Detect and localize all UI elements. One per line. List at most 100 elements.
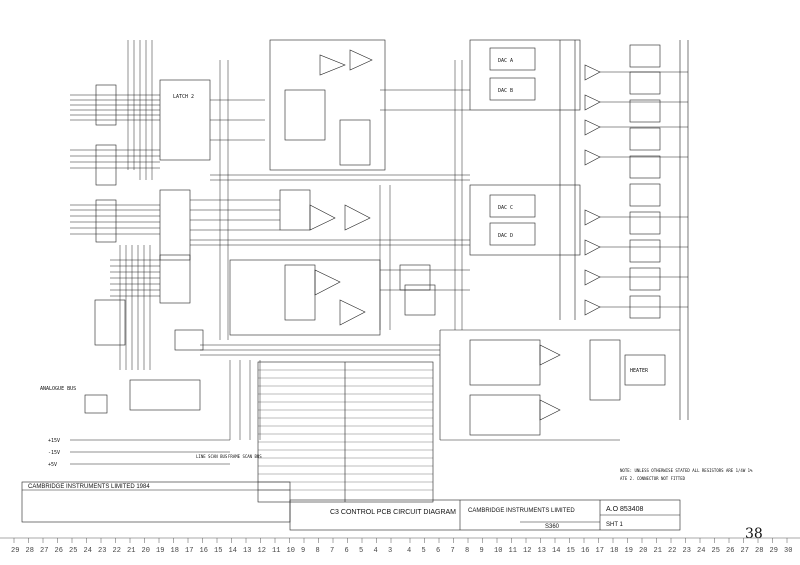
ruler-number: 9	[480, 547, 484, 555]
ruler-number: 27	[40, 547, 48, 555]
ruler-number: 5	[359, 547, 363, 555]
ruler-number: 26	[726, 547, 734, 555]
output-stages	[559, 40, 689, 420]
ruler-number: 25	[712, 547, 720, 555]
ic-block	[174, 329, 204, 351]
ic-block	[404, 284, 436, 316]
ic-block	[284, 89, 326, 141]
ruler-number: 10	[494, 547, 502, 555]
ruler-number: 5	[422, 547, 426, 555]
opamp-symbol	[309, 204, 336, 231]
ruler-number: 29	[11, 547, 19, 555]
heater-label: HEATER	[630, 368, 649, 374]
ic-block	[95, 199, 117, 243]
dac-block	[489, 194, 536, 218]
plus15v-label: +15V	[48, 438, 60, 444]
dac-a-label: DAC A	[498, 58, 513, 64]
ruler-number: 10	[287, 547, 295, 555]
ic-block	[95, 144, 117, 186]
ic-block	[469, 394, 541, 436]
ruler-number: 14	[229, 547, 237, 555]
ruler-number: 12	[523, 547, 531, 555]
ic-block	[229, 259, 381, 336]
ruler-number: 20	[142, 547, 150, 555]
ruler-number: 4	[407, 547, 411, 555]
opamp-symbol	[344, 204, 371, 231]
ruler-number: 18	[610, 547, 618, 555]
ruler-number: 18	[171, 547, 179, 555]
ruler-number: 23	[98, 547, 106, 555]
dac-c-label: DAC C	[498, 205, 513, 211]
opamp-symbol	[319, 54, 346, 76]
ic-block	[94, 299, 126, 346]
ruler-number: 28	[755, 547, 763, 555]
ruler-number: 27	[741, 547, 749, 555]
opamp-symbol	[314, 269, 341, 296]
ruler-number: 9	[301, 547, 305, 555]
dac-package	[469, 184, 581, 256]
component-table	[257, 361, 434, 503]
ruler-number: 24	[697, 547, 705, 555]
frame-scan-bus-label: FRAME SCAN BUS	[228, 454, 262, 459]
ruler-number: 8	[465, 547, 469, 555]
left-bus-lines	[70, 40, 280, 370]
ic-block	[284, 264, 316, 321]
ic-block	[269, 39, 386, 171]
ruler-number: 4	[374, 547, 378, 555]
model-number: S360	[545, 524, 560, 530]
ruler-number: 28	[26, 547, 34, 555]
ic-block	[159, 79, 211, 161]
heater-block	[624, 354, 666, 386]
line-scan-bus-label: LINE SCAN BUS	[196, 454, 228, 459]
ruler-number: 8	[316, 547, 320, 555]
ic-block	[339, 119, 371, 166]
ic-block	[159, 254, 191, 304]
ruler-number: 13	[538, 547, 546, 555]
ruler-number: 16	[200, 547, 208, 555]
ruler-number: 26	[55, 547, 63, 555]
page-mark: 38	[745, 526, 763, 542]
dac-block	[489, 77, 536, 101]
opamp-symbol	[539, 344, 561, 366]
plus5v-label: +5V	[48, 462, 57, 468]
ruler-number: 15	[214, 547, 222, 555]
opamp-symbol	[539, 399, 561, 421]
dac-block	[489, 222, 536, 246]
ruler-number: 7	[451, 547, 455, 555]
schematic-body	[70, 39, 689, 503]
latch-label: LATCH 2	[173, 94, 194, 100]
ruler-number: 23	[683, 547, 691, 555]
ruler-number: 7	[330, 547, 334, 555]
drawing-number: A.O 853408	[606, 506, 643, 513]
ruler-number: 19	[625, 547, 633, 555]
ruler-number: 6	[436, 547, 440, 555]
opamp-symbol	[349, 49, 373, 71]
company-copyright: CAMBRIDGE INSTRUMENTS LIMITED 1984	[28, 484, 150, 490]
ruler-number: 16	[581, 547, 589, 555]
ruler-number: 29	[770, 547, 778, 555]
maker-name: CAMBRIDGE INSTRUMENTS LIMITED	[468, 508, 575, 514]
title-block	[21, 481, 681, 531]
drawing-title: C3 CONTROL PCB CIRCUIT DIAGRAM	[330, 509, 456, 516]
dac-d-label: DAC D	[498, 233, 513, 239]
dac-block	[489, 47, 536, 71]
ruler-number: 3	[388, 547, 392, 555]
ruler-number: 14	[552, 547, 560, 555]
ic-block	[129, 379, 201, 411]
ruler-number: 13	[243, 547, 251, 555]
sheet-number: SHT 1	[606, 522, 624, 528]
ruler-number: 20	[639, 547, 647, 555]
ic-block	[399, 264, 431, 291]
ic-block	[279, 189, 311, 231]
opamp-symbol	[339, 299, 366, 326]
ic-block	[469, 339, 541, 386]
ic-block	[589, 339, 621, 401]
interconnect	[190, 60, 470, 440]
ruler-number: 11	[272, 547, 280, 555]
note-connector: ATE 2. CONNECTOR NOT FITTED	[620, 476, 686, 481]
minus15v-label: -15V	[48, 450, 60, 456]
ruler-number: 11	[509, 547, 517, 555]
